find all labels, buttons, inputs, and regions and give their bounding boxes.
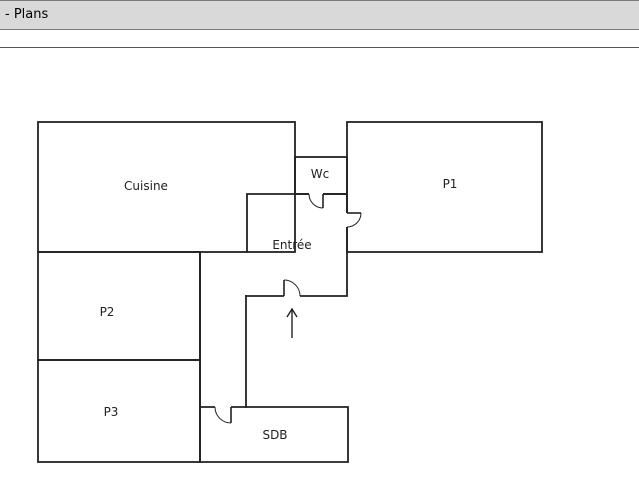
- room-label-p3: P3: [104, 405, 119, 419]
- room-label-cuisine: Cuisine: [124, 179, 168, 193]
- section-title: - Plans: [5, 7, 49, 22]
- room-label-sdb: SDB: [262, 428, 287, 442]
- section-header: - Plans: [0, 0, 639, 30]
- room-label-wc: Wc: [311, 167, 329, 181]
- door-sdb: [214, 405, 232, 424]
- room-p2: [37, 251, 201, 361]
- arrow-up-icon: [286, 307, 298, 338]
- room-entree: [245, 193, 348, 297]
- door-entrance: [283, 279, 301, 298]
- room-p1: [346, 121, 543, 253]
- room-label-p1: P1: [443, 177, 458, 191]
- header-divider: [0, 47, 639, 48]
- door-wc: [308, 192, 324, 209]
- room-label-entree: Entrée: [272, 238, 311, 252]
- room-sdb: [199, 406, 349, 463]
- room-p3: [37, 359, 201, 463]
- room-label-p2: P2: [100, 305, 115, 319]
- door-p1: [345, 212, 362, 228]
